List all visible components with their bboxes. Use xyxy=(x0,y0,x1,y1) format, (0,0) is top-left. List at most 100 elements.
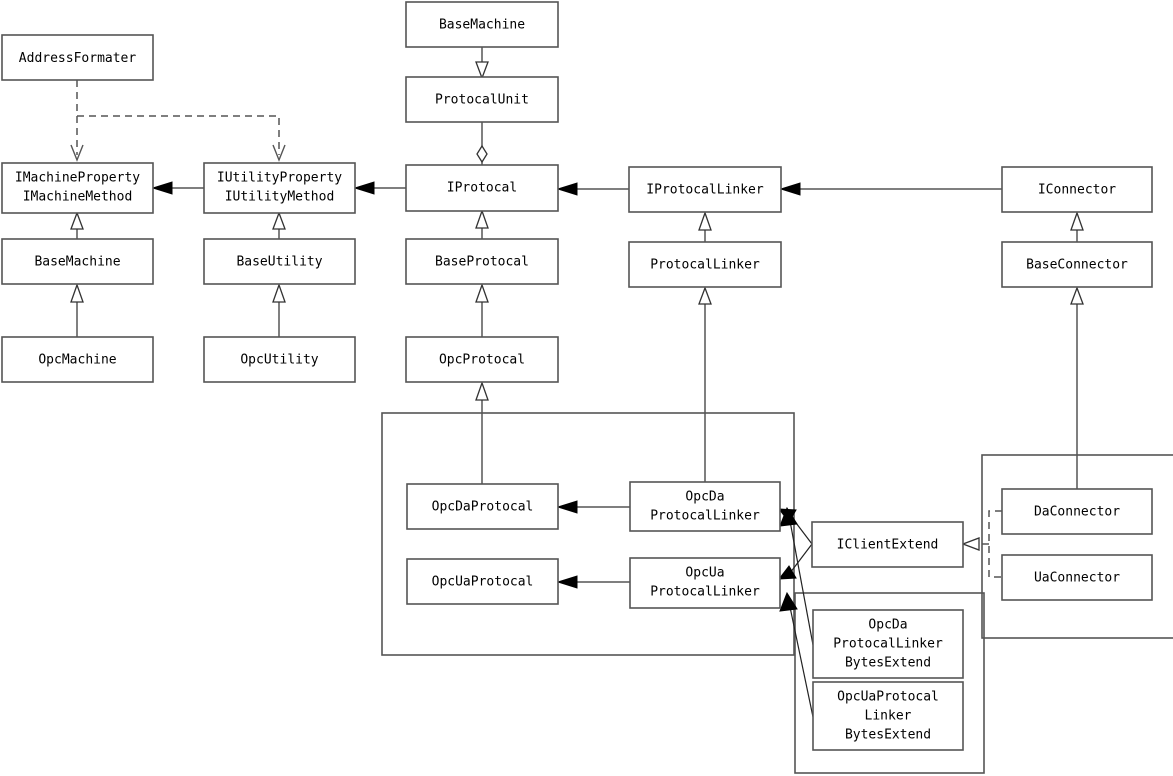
class-box-opcdabytesextend[interactable] xyxy=(812,609,964,679)
class-box-imachineproperty[interactable] xyxy=(1,162,154,214)
class-label-opcuaprotocallinker-line1: OpcUa xyxy=(685,566,724,581)
class-label-iprotocallinker: IProtocalLinker xyxy=(646,183,764,198)
class-node-iutilityproperty[interactable]: IUtilityProperty IUtilityMethod xyxy=(203,162,356,214)
class-label-imachineproperty-line1: IMachineProperty xyxy=(15,171,140,186)
association-arrow-iprotocallinker xyxy=(779,182,801,196)
class-label-protocallinker: ProtocalLinker xyxy=(650,258,760,273)
class-node-addressformater[interactable]: AddressFormater xyxy=(1,34,154,81)
class-box-opcuaprotocallinker[interactable] xyxy=(629,557,781,609)
class-node-basemachine[interactable]: BaseMachine xyxy=(1,238,154,285)
class-node-iprotocal[interactable]: IProtocal xyxy=(405,164,559,212)
class-box-basemachine-top[interactable] xyxy=(405,1,559,48)
generalization-arrow-baseprotocal xyxy=(475,283,489,303)
realization-arrow-iprotocallinker xyxy=(698,211,712,231)
aggregation-diamond-iprotocal xyxy=(476,144,488,164)
class-box-addressformater[interactable] xyxy=(1,34,154,81)
class-box-opcuabytesextend[interactable] xyxy=(812,681,964,751)
class-node-opcdabytesextend[interactable]: OpcDa ProtocalLinker BytesExtend xyxy=(812,609,964,679)
class-label-uaconnector: UaConnector xyxy=(1034,571,1120,586)
class-node-opcdaprotocallinker[interactable]: OpcDa ProtocalLinker xyxy=(629,481,781,532)
class-label-baseconnector: BaseConnector xyxy=(1026,258,1128,273)
class-node-opcprotocal[interactable]: OpcProtocal xyxy=(405,336,559,383)
class-box-protocallinker[interactable] xyxy=(628,241,782,288)
realization-arrow-iutilityproperty xyxy=(272,211,286,230)
generalization-arrow-opcprotocal xyxy=(475,381,489,401)
class-node-opcmachine[interactable]: OpcMachine xyxy=(1,336,154,383)
class-label-basemachine-top: BaseMachine xyxy=(439,18,525,33)
class-box-iclientextend[interactable] xyxy=(811,521,964,568)
class-node-iclientextend[interactable]: IClientExtend xyxy=(811,521,964,568)
class-box-opcprotocal[interactable] xyxy=(405,336,559,383)
association-arrow-opcdaprotocal xyxy=(556,500,578,514)
class-box-basemachine[interactable] xyxy=(1,238,154,285)
class-node-opcutility[interactable]: OpcUtility xyxy=(203,336,356,383)
class-node-iprotocallinker[interactable]: IProtocalLinker xyxy=(628,166,782,213)
class-box-opcdaprotocal[interactable] xyxy=(406,483,559,530)
association-arrow-opcuaprotocal xyxy=(556,575,578,589)
class-box-opcutility[interactable] xyxy=(203,336,356,383)
class-label-protocalunit: ProtocalUnit xyxy=(435,93,529,108)
class-label-opcuaprotocallinker-line2: ProtocalLinker xyxy=(650,585,760,600)
class-label-opcuabytesextend-line1: OpcUaProtocal xyxy=(837,690,939,705)
class-node-protocallinker[interactable]: ProtocalLinker xyxy=(628,241,782,288)
class-box-iprotocallinker[interactable] xyxy=(628,166,782,213)
class-label-iutilityproperty-line2: IUtilityMethod xyxy=(225,190,335,205)
class-node-opcuaprotocallinker[interactable]: OpcUa ProtocalLinker xyxy=(629,557,781,609)
diagram-edges xyxy=(70,47,1084,718)
class-label-daconnector: DaConnector xyxy=(1034,505,1120,520)
class-label-baseprotocal: BaseProtocal xyxy=(435,255,529,270)
class-box-baseutility[interactable] xyxy=(203,238,356,285)
realization-arrow-iprotocal xyxy=(475,209,489,229)
association-arrow-opcdalinker-from-bytesextend xyxy=(779,506,798,527)
class-node-daconnector[interactable]: DaConnector xyxy=(1001,488,1153,535)
class-box-protocalunit[interactable] xyxy=(405,76,559,123)
class-label-opcuaprotocal: OpcUaProtocal xyxy=(432,575,534,590)
class-box-iprotocal[interactable] xyxy=(405,164,559,212)
class-label-opcutility: OpcUtility xyxy=(240,353,318,368)
class-label-opcuabytesextend-line2: Linker xyxy=(865,709,912,724)
class-label-opcdaprotocallinker-line2: ProtocalLinker xyxy=(650,509,760,524)
class-box-opcdaprotocallinker[interactable] xyxy=(629,481,781,532)
class-node-baseutility[interactable]: BaseUtility xyxy=(203,238,356,285)
opc-extend-group-frame xyxy=(794,592,985,774)
class-node-iconnector[interactable]: IConnector xyxy=(1001,166,1153,213)
generalization-arrow-protocallinker xyxy=(698,286,712,305)
class-node-opcdaprotocal[interactable]: OpcDaProtocal xyxy=(406,483,559,530)
generalization-arrow-protocalunit xyxy=(475,61,489,80)
class-node-uaconnector[interactable]: UaConnector xyxy=(1001,554,1153,601)
class-node-basemachine-top[interactable]: BaseMachine xyxy=(405,1,559,48)
class-box-daconnector[interactable] xyxy=(1001,488,1153,535)
class-label-iprotocal: IProtocal xyxy=(447,181,517,196)
class-label-imachineproperty-line2: IMachineMethod xyxy=(23,190,133,205)
class-box-baseconnector[interactable] xyxy=(1001,241,1153,288)
association-arrow-iprotocal xyxy=(556,182,578,196)
class-box-baseprotocal[interactable] xyxy=(405,238,559,285)
class-label-opcdabytesextend-line1: OpcDa xyxy=(868,618,907,633)
class-node-opcuaprotocal[interactable]: OpcUaProtocal xyxy=(406,558,559,605)
class-label-opcdabytesextend-line3: BytesExtend xyxy=(845,656,931,671)
association-arrow-imachineproperty xyxy=(151,181,173,195)
class-label-opcuabytesextend-line3: BytesExtend xyxy=(845,728,931,743)
class-box-opcmachine[interactable] xyxy=(1,336,154,383)
association-arrow-iutilityproperty xyxy=(353,181,375,195)
edge-iclientextend-opcualinker xyxy=(789,543,813,574)
realization-arrow-iclientextend xyxy=(961,537,980,551)
class-box-opcuaprotocal[interactable] xyxy=(406,558,559,605)
class-box-iutilityproperty[interactable] xyxy=(203,162,356,214)
class-node-baseconnector[interactable]: BaseConnector xyxy=(1001,241,1153,288)
class-node-imachineproperty[interactable]: IMachineProperty IMachineMethod xyxy=(1,162,154,214)
dependency-arrowhead-iutilityproperty xyxy=(272,144,286,162)
opc-connector-group-frame xyxy=(981,454,1173,639)
class-label-opcmachine: OpcMachine xyxy=(38,353,116,368)
class-box-uaconnector[interactable] xyxy=(1001,554,1153,601)
class-node-baseprotocal[interactable]: BaseProtocal xyxy=(405,238,559,285)
class-label-opcprotocal: OpcProtocal xyxy=(439,353,525,368)
class-node-protocalunit[interactable]: ProtocalUnit xyxy=(405,76,559,123)
class-label-iclientextend: IClientExtend xyxy=(837,538,939,553)
class-box-iconnector[interactable] xyxy=(1001,166,1153,213)
class-label-iutilityproperty-line1: IUtilityProperty xyxy=(217,171,342,186)
class-label-basemachine: BaseMachine xyxy=(34,255,120,270)
class-node-opcuabytesextend[interactable]: OpcUaProtocal Linker BytesExtend xyxy=(812,681,964,751)
